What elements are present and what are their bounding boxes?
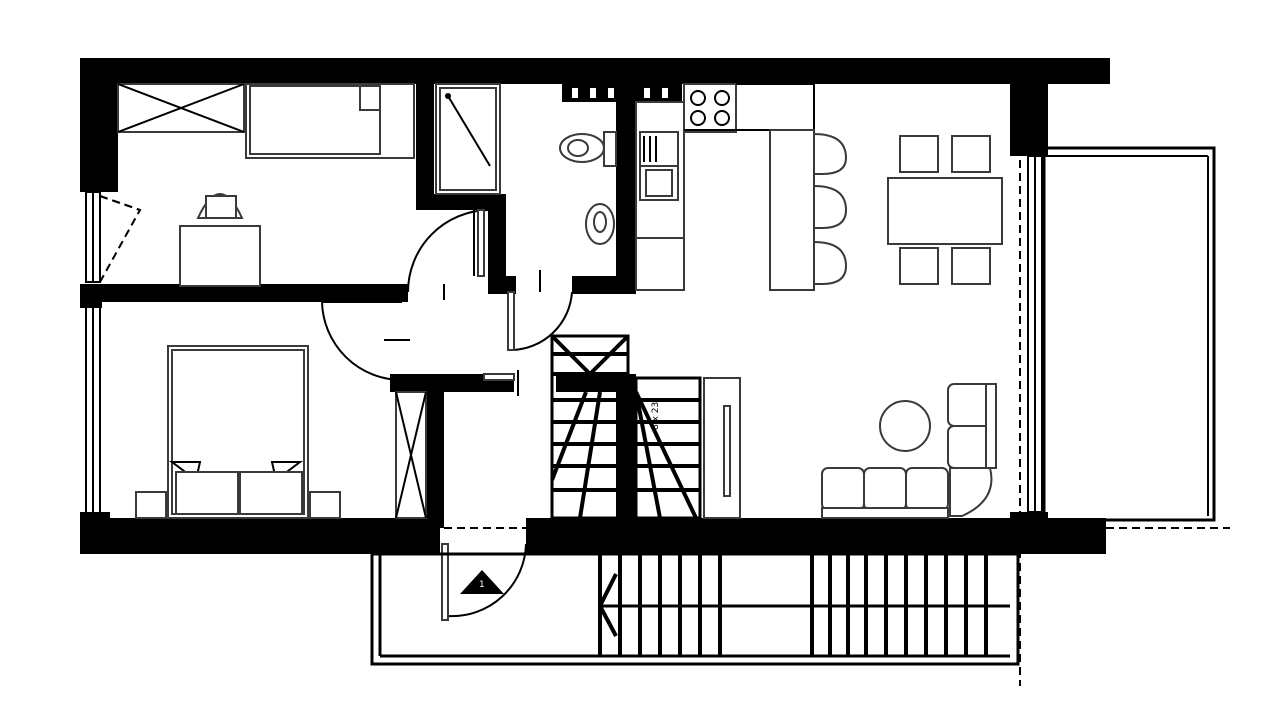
entrance-marker-icon bbox=[460, 570, 504, 594]
bedroom-main bbox=[135, 345, 427, 519]
bedroom-small bbox=[117, 83, 415, 287]
exterior-walls bbox=[80, 58, 1110, 554]
entry-landing: 1 bbox=[370, 552, 1020, 666]
interior-walls bbox=[80, 64, 682, 528]
dining-area bbox=[887, 135, 1003, 285]
doors bbox=[321, 209, 573, 621]
living-area bbox=[703, 377, 997, 519]
stair-tag: 8 x 23 bbox=[651, 402, 661, 430]
balcony bbox=[1019, 146, 1230, 686]
staircase: 8 x 23 bbox=[550, 334, 702, 520]
bathroom bbox=[435, 83, 617, 245]
entrance-marker: 1 bbox=[479, 580, 485, 590]
windows bbox=[85, 155, 1043, 517]
kitchen bbox=[635, 83, 848, 291]
